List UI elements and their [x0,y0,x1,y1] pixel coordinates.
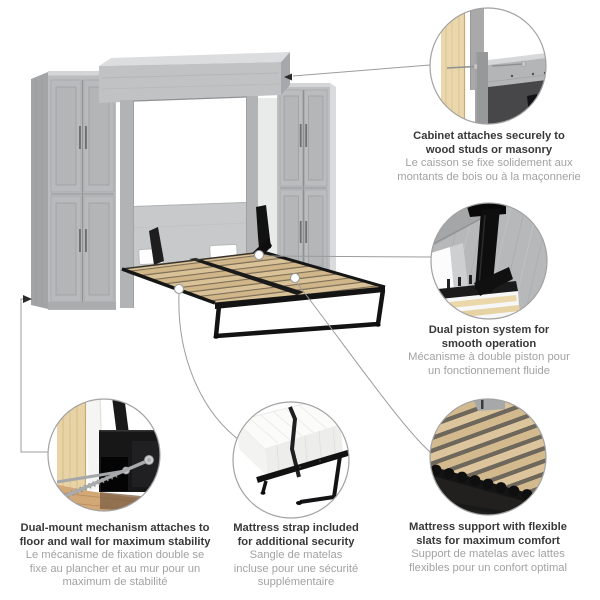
callout-title-line: Mattress support with flexible [409,521,567,533]
mattress-strap [288,406,301,478]
line-to-mattress-support [296,282,431,453]
detail-circle-mattress-strap [233,402,349,518]
callout-cabinet-attachment: Cabinet attaches securely to wood studs … [383,130,595,184]
callout-title-line: Mattress strap included [233,522,359,534]
detail-circle-mattress-support [430,399,546,515]
callout-connectors [20,64,432,453]
left-cabinet [31,71,116,310]
callout-subtitle-line: Le caisson se fixe solidement aux [405,157,573,169]
marker-icon-bed-rail [173,283,185,295]
callout-subtitle-line: Support de matelas avec lattes [411,548,565,560]
callout-title-line: for additional security [237,535,355,548]
callout-subtitle-line: supplémentaire [257,576,335,588]
callout-title-line: Dual piston system for [428,324,550,336]
callout-subtitle-line: un fonctionnement fluide [428,364,550,377]
callout-dual-piston: Dual piston system for smooth operation … [385,324,593,378]
callout-subtitle-line: flexibles pour un confort optimal [409,561,567,574]
arrow-icon-header [284,73,292,81]
marker-icon-slats [289,272,301,284]
bed-unit-header [99,52,290,103]
line-to-mattress-strap [178,293,244,444]
callout-title-line: slats for maximum comfort [416,534,560,547]
callout-subtitle-line: Sangle de matelas [249,549,343,561]
callout-subtitle-line: maximum de stabilité [62,576,168,588]
detail-circle-cabinet-attachment [430,8,546,124]
callout-title-line: floor and wall for maximum stability [19,535,211,548]
callout-subtitle-line: fixe au plancher et au mur pour un [29,562,201,575]
callout-title-line: Cabinet attaches securely to [413,130,565,142]
bed-frame [121,250,386,339]
lag-screws [56,455,154,500]
center-rail [189,258,304,295]
callout-mattress-support: Mattress support with flexible slats for… [384,521,592,575]
left-cabinet-handles [79,126,87,252]
callout-subtitle-line: Mécanisme à double piston pour [408,351,570,363]
callout-subtitle-line: incluse pour une sécurité [233,562,359,575]
callout-title-line: wood studs or masonry [425,143,553,156]
line-to-dual-mount [20,298,49,453]
line-to-dual-piston [264,255,432,258]
left-cabinet-doors [50,79,115,303]
callout-subtitle-line: montants de bois ou à la maçonnerie [397,170,581,183]
callout-title-line: smooth operation [441,337,537,350]
callout-markers [173,249,301,295]
callout-mattress-strap: Mattress strap included for additional s… [192,522,400,590]
arrow-icon-floor [23,295,32,303]
callout-title-line: Dual-mount mechanism attaches to [20,522,210,534]
right-cabinet [277,83,336,283]
support-handle-bar [213,289,386,339]
screws [446,63,524,69]
marker-icon-piston [253,249,265,261]
right-cabinet-doors [279,89,328,273]
line-to-cabinet-attachment [292,64,431,77]
left-piston [149,227,164,265]
callout-subtitle-line: Le mécanisme de fixation double se [25,549,205,561]
callout-dual-mount: Dual-mount mechanism attaches to floor a… [9,522,221,590]
right-cabinet-handles [299,124,308,243]
slat-holder-caps [430,464,533,500]
detail-circle-dual-mount [48,399,160,511]
